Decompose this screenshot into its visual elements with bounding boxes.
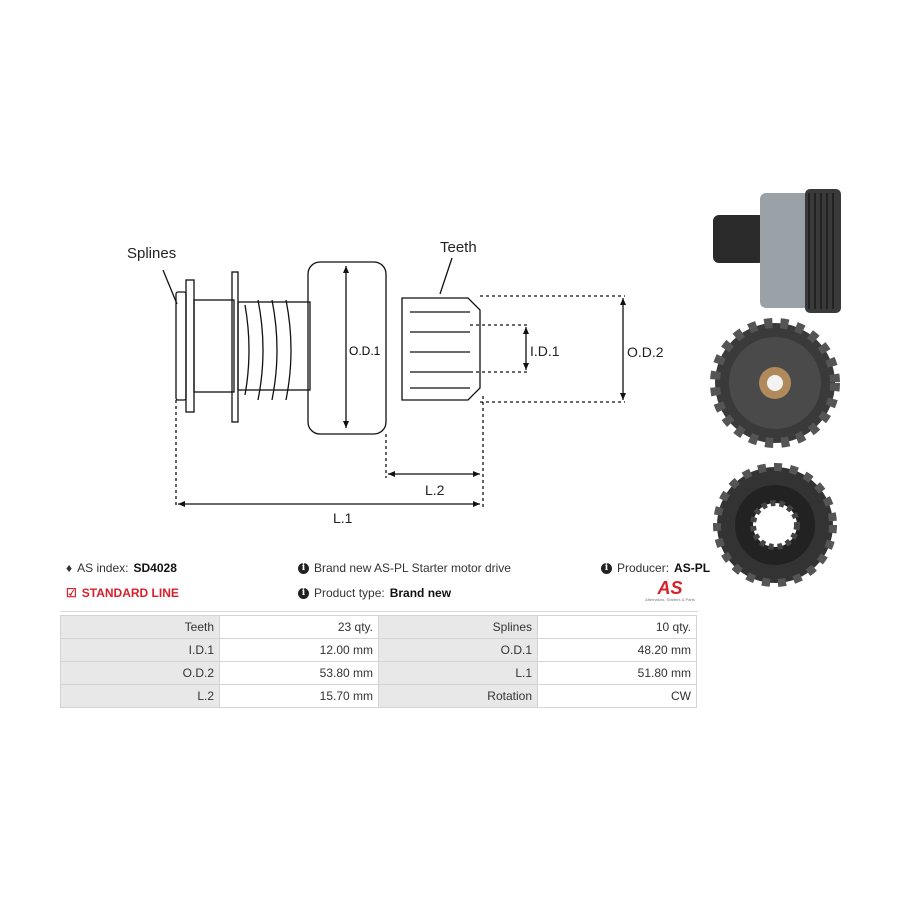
product-photos (710, 189, 841, 587)
spec-value: 23 qty. (219, 615, 379, 639)
producer: i Producer: AS-PL (601, 561, 710, 575)
checkbox-icon: ☑ (66, 586, 77, 600)
splines-shape (175, 291, 187, 401)
spec-value: 10 qty. (537, 615, 697, 639)
spec-label: Rotation (378, 684, 538, 708)
spec-value: 12.00 mm (219, 638, 379, 662)
spec-label: L.2 (60, 684, 220, 708)
clutch-body (307, 261, 387, 435)
flange-right (231, 271, 239, 423)
l1-label: L.1 (333, 510, 353, 526)
divider (60, 611, 698, 612)
product-type: i Product type: Brand new (298, 586, 451, 600)
pinion (401, 297, 481, 401)
description: i Brand new AS-PL Starter motor drive (298, 561, 511, 575)
photo-side-view (713, 189, 841, 313)
spec-value: 53.80 mm (219, 661, 379, 685)
standard-line-badge: ☑ STANDARD LINE (66, 586, 179, 600)
spec-label: O.D.2 (60, 661, 220, 685)
as-pl-logo: AS Alternators, Starters & Parts (645, 578, 695, 602)
teeth-label: Teeth (440, 239, 477, 256)
spec-label: O.D.1 (378, 638, 538, 662)
info-icon: i (601, 562, 612, 574)
photo-front-view (710, 318, 840, 448)
spec-label: L.1 (378, 661, 538, 685)
info-icon: i (298, 587, 309, 599)
spec-value: 51.80 mm (537, 661, 697, 685)
as-index: ♦ AS index: SD4028 (66, 561, 177, 575)
technical-drawing (162, 257, 626, 508)
spec-label: Teeth (60, 615, 220, 639)
spec-value: 48.20 mm (537, 638, 697, 662)
spec-value: 15.70 mm (219, 684, 379, 708)
spec-label: Splines (378, 615, 538, 639)
flange-left (185, 279, 195, 413)
spec-value: CW (537, 684, 697, 708)
collar (193, 299, 235, 393)
splines-label: Splines (127, 245, 177, 262)
id1-label: I.D.1 (530, 343, 560, 359)
od1-label: O.D.1 (349, 344, 381, 358)
l2-label: L.2 (425, 482, 445, 498)
od2-label: O.D.2 (627, 344, 664, 360)
spec-label: I.D.1 (60, 638, 220, 662)
info-icon: i (298, 562, 309, 574)
tag-icon: ♦ (66, 561, 73, 575)
photo-back-view (713, 463, 837, 587)
as-index-value: SD4028 (133, 561, 177, 575)
spring (244, 299, 292, 401)
